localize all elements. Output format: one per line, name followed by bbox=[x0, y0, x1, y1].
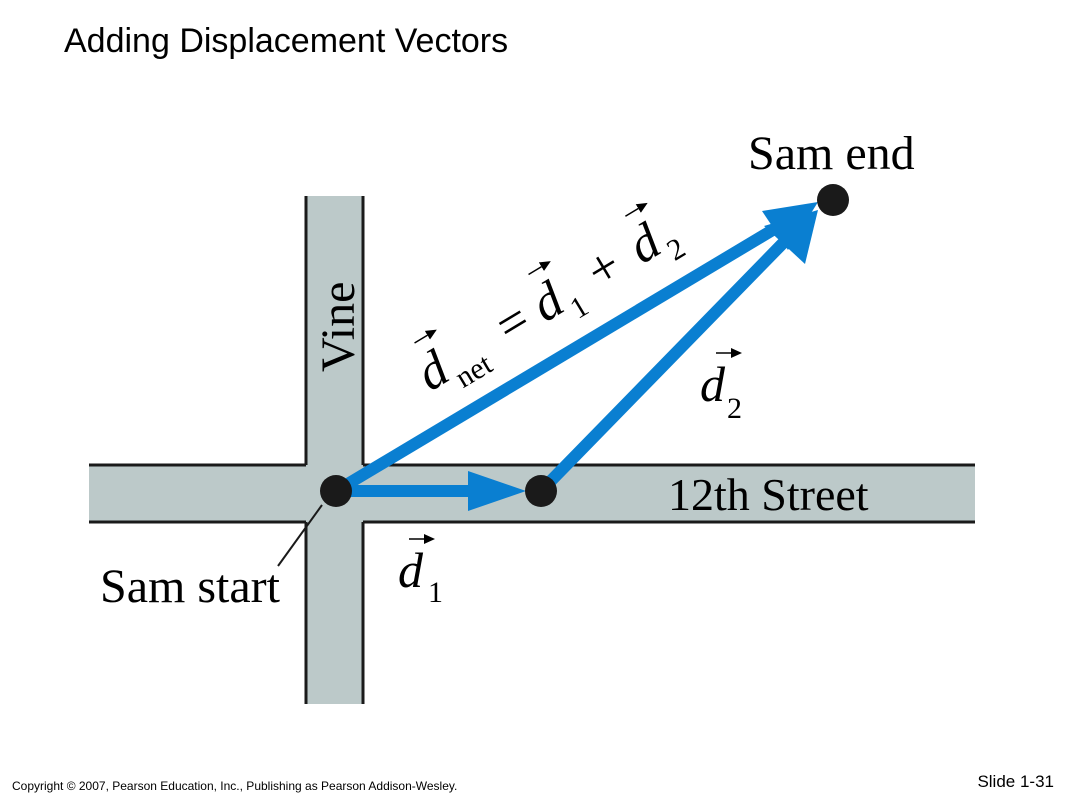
streets bbox=[89, 196, 975, 704]
vector-d1-subscript: 1 bbox=[428, 576, 443, 609]
vine-street-edge-left bbox=[89, 196, 308, 704]
vine-street-fill bbox=[306, 196, 363, 704]
slide-title: Adding Displacement Vectors bbox=[64, 22, 509, 60]
vector-d2-subscript: 2 bbox=[727, 392, 742, 425]
vector-d2-shaft bbox=[536, 235, 791, 496]
vine-street-edge-right bbox=[361, 196, 975, 704]
plus-sign: + bbox=[577, 236, 631, 300]
sam-start-label: Sam start bbox=[100, 560, 281, 613]
midpoint bbox=[525, 475, 557, 507]
vector-d1-arrowhead bbox=[468, 471, 526, 511]
start-leader-line bbox=[277, 504, 323, 567]
term2-overarrow-icon bbox=[625, 202, 648, 217]
start-point bbox=[320, 475, 352, 507]
term1-overarrow-icon bbox=[528, 261, 551, 276]
copyright-notice: Copyright © 2007, Pearson Education, Inc… bbox=[12, 779, 458, 793]
vector-d2-symbol: d bbox=[700, 356, 726, 412]
vine-street-label: Vine bbox=[312, 282, 365, 372]
end-point bbox=[817, 184, 849, 216]
sam-end-label: Sam end bbox=[748, 127, 915, 180]
vector-dnet-arrowhead bbox=[762, 202, 818, 250]
vector-dnet-shaft bbox=[332, 222, 780, 497]
vector-d1-label: d 1 bbox=[398, 534, 443, 609]
vector-d1-symbol: d bbox=[398, 542, 424, 598]
twelfth-street-label: 12th Street bbox=[668, 469, 869, 520]
dnet-overarrow-icon bbox=[414, 329, 437, 344]
vectors bbox=[332, 202, 818, 511]
vector-d2-label: d 2 bbox=[700, 348, 742, 425]
slide-number: Slide 1-31 bbox=[977, 772, 1054, 791]
